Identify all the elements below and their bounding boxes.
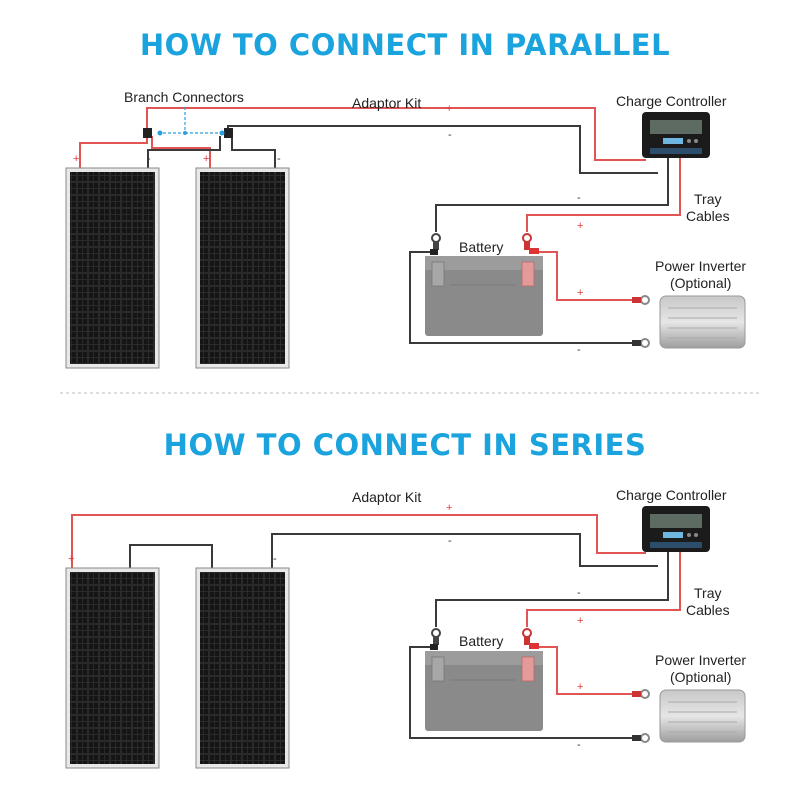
power-inverter-label: Power Inverter <box>655 258 746 274</box>
solar-panel-icon <box>195 567 290 769</box>
polarity-plus: + <box>446 103 452 115</box>
series-section: Adaptor Kit Charge Controller Tray Cable… <box>65 487 746 769</box>
polarity-minus: - <box>277 153 281 165</box>
battery-icon <box>425 651 543 731</box>
solar-panel-icon <box>65 167 160 369</box>
adaptor-kit-label: Adaptor Kit <box>352 489 421 505</box>
power-inverter-optional: (Optional) <box>670 669 731 685</box>
polarity-minus: - <box>577 739 581 751</box>
parallel-wires <box>79 107 681 344</box>
power-inverter-label: Power Inverter <box>655 652 746 668</box>
series-wires <box>71 514 681 739</box>
polarity-minus: - <box>577 192 581 204</box>
charge-controller-label: Charge Controller <box>616 487 727 503</box>
polarity-minus: - <box>147 153 151 165</box>
tray-cables-label-2: Cables <box>686 208 730 224</box>
polarity-plus: + <box>577 615 583 627</box>
polarity-plus: + <box>577 681 583 693</box>
ring-terminal-icon <box>430 233 650 348</box>
polarity-plus: + <box>577 220 583 232</box>
ring-terminal-icon <box>430 628 650 743</box>
polarity-plus: + <box>73 153 79 165</box>
polarity-plus: + <box>203 153 209 165</box>
charge-controller-label: Charge Controller <box>616 93 727 109</box>
series-title: HOW TO CONNECT IN SERIES <box>163 428 647 462</box>
adaptor-kit-label: Adaptor Kit <box>352 95 421 111</box>
solar-panel-icon <box>65 567 160 769</box>
polarity-minus: - <box>448 535 452 547</box>
branch-connector-callout <box>160 107 222 134</box>
polarity-plus: + <box>577 287 583 299</box>
charge-controller-icon <box>642 112 710 158</box>
power-inverter-icon <box>659 295 746 349</box>
polarity-minus: - <box>448 129 452 141</box>
battery-label: Battery <box>459 633 503 649</box>
polarity-minus: - <box>577 587 581 599</box>
parallel-title: HOW TO CONNECT IN PARALLEL <box>139 28 671 62</box>
polarity-minus: - <box>273 553 277 565</box>
power-inverter-optional: (Optional) <box>670 275 731 291</box>
branch-connectors-label: Branch Connectors <box>124 89 244 105</box>
battery-label: Battery <box>459 239 503 255</box>
polarity-minus: - <box>577 344 581 356</box>
battery-icon <box>425 256 543 336</box>
tray-cables-label-2: Cables <box>686 602 730 618</box>
tray-cables-label: Tray <box>694 585 721 601</box>
charge-controller-icon <box>642 506 710 552</box>
polarity-plus: + <box>446 502 452 514</box>
branch-connector-icon <box>143 128 233 138</box>
power-inverter-icon <box>659 689 746 743</box>
solar-panel-icon <box>195 167 290 369</box>
tray-cables-label: Tray <box>694 191 721 207</box>
polarity-plus: + <box>68 553 74 565</box>
parallel-section: Branch Connectors Adaptor Kit Charge Con… <box>65 89 746 369</box>
